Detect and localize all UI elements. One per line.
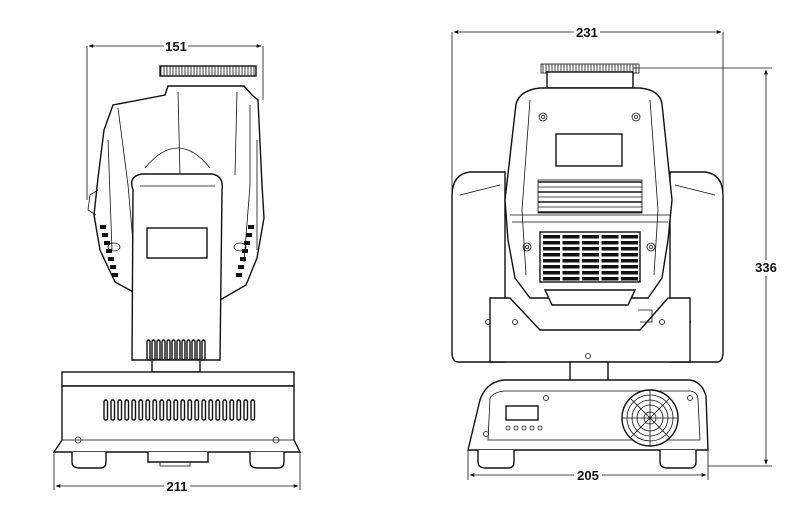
side-view-right-vents <box>236 225 254 277</box>
dimension-label-336: 336 <box>755 260 777 275</box>
side-view-top-ring <box>160 66 255 76</box>
side-view-screw <box>272 436 280 444</box>
front-view-head <box>504 63 673 306</box>
front-view-fan <box>621 389 679 447</box>
dimension-front-base: 205 <box>467 450 709 483</box>
side-view-screw <box>74 436 82 444</box>
dimension-side-base: 211 <box>53 452 301 494</box>
front-view-stripes <box>537 179 643 214</box>
dimension-label-211: 211 <box>167 479 188 494</box>
front-view-yoke <box>451 171 724 363</box>
dimension-side-top: 151 <box>86 39 264 200</box>
front-view-display <box>505 405 539 421</box>
side-view: 151 211 <box>52 39 302 494</box>
front-view: 231 336 205 <box>451 25 780 483</box>
dimension-front-height: 336 <box>633 67 780 467</box>
dimension-label-231: 231 <box>576 25 598 40</box>
side-view-yoke-arm <box>130 173 223 373</box>
side-view-left-vents <box>100 225 118 277</box>
dimension-label-205: 205 <box>577 468 599 483</box>
front-view-buttons <box>505 425 543 431</box>
front-view-grille <box>539 231 641 283</box>
side-view-base <box>52 371 302 469</box>
front-view-base <box>467 361 709 469</box>
dimension-front-top: 231 <box>451 25 724 195</box>
dimension-label-151: 151 <box>165 39 187 54</box>
front-view-label-plate <box>555 133 623 167</box>
side-view-label-plate <box>146 227 208 259</box>
side-view-base-vents <box>103 399 256 421</box>
side-view-arm-vents <box>146 339 206 361</box>
